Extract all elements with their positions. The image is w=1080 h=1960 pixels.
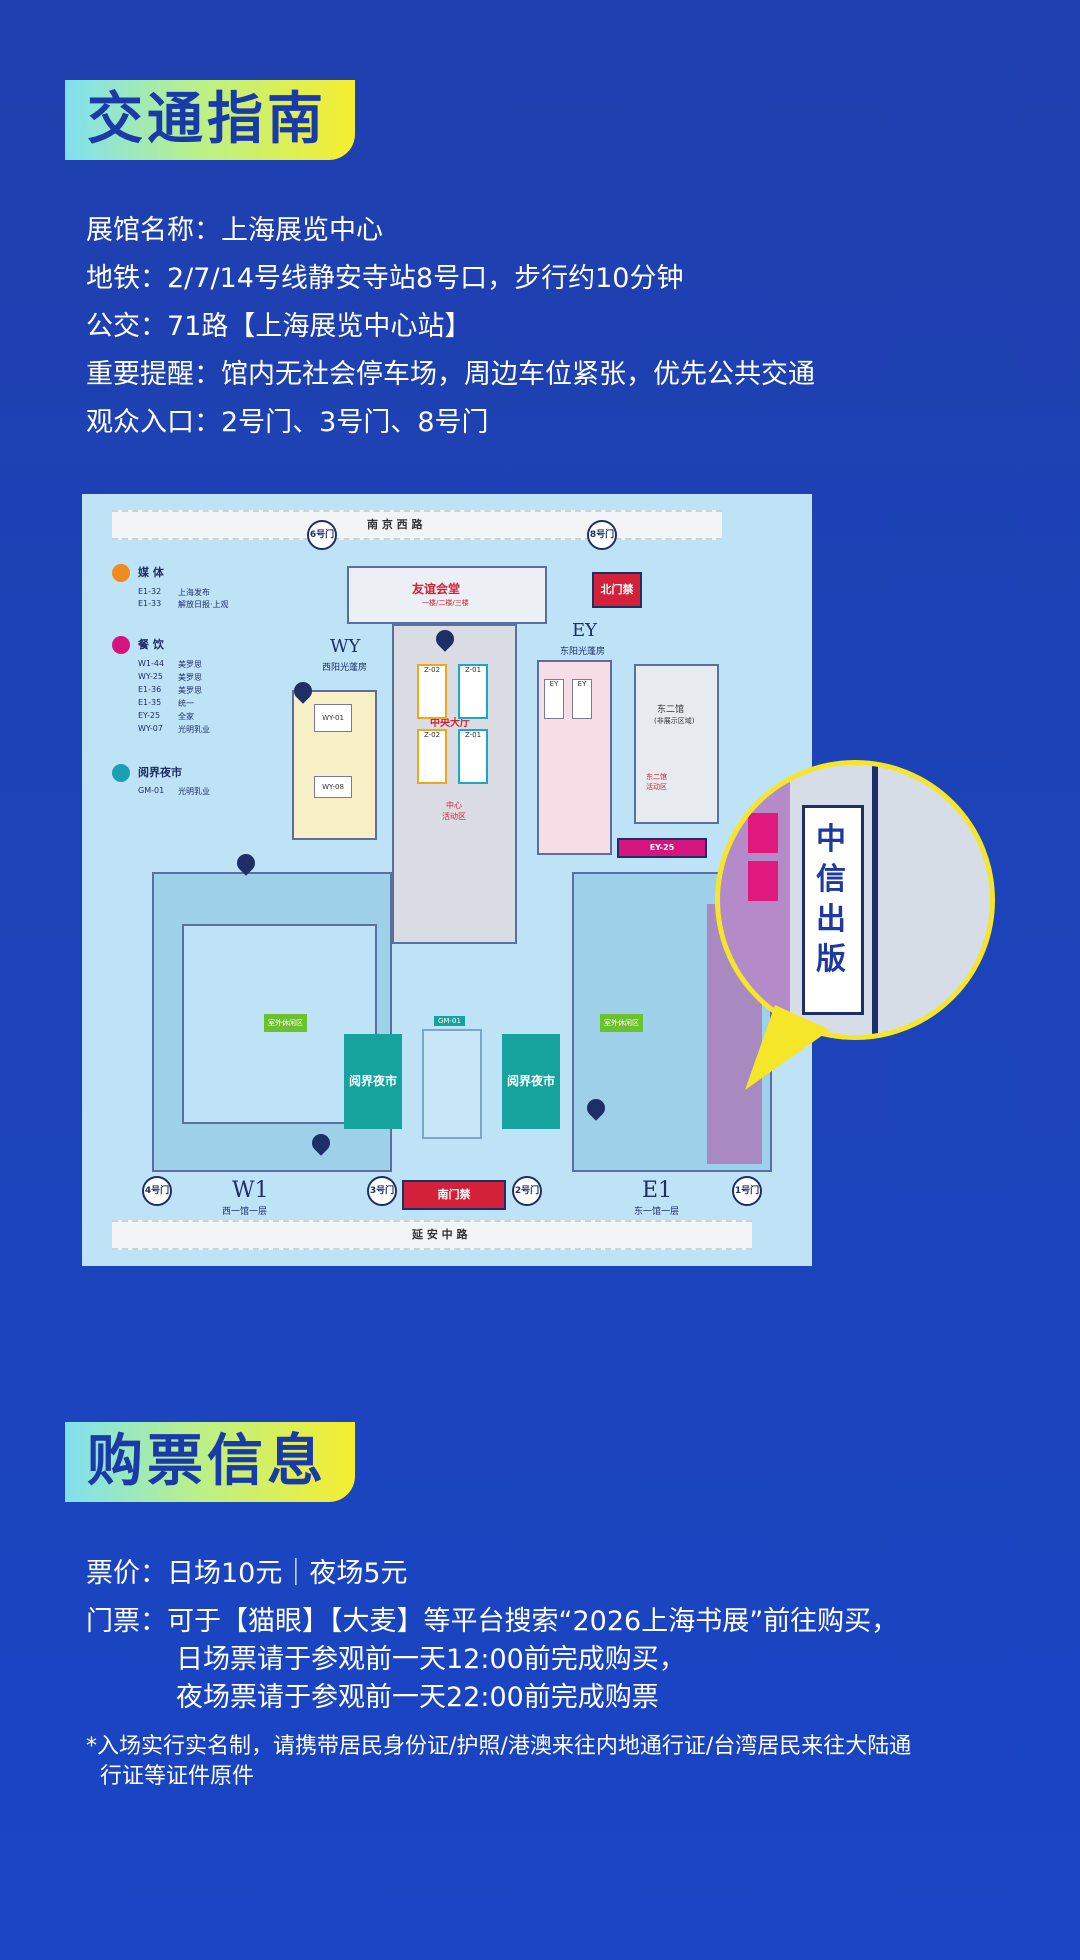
friendship-hall-label: 友谊会堂 bbox=[412, 582, 461, 596]
legend-item: 美罗思 bbox=[178, 686, 202, 695]
north-gate-box: 北门禁 bbox=[592, 572, 642, 608]
booth-z01: Z-01 bbox=[458, 664, 488, 719]
wy-name: 西阳光蓬房 bbox=[322, 663, 368, 673]
ticket-night-deadline: 夜场票请于参观前一天22:00前完成购票 bbox=[176, 1682, 659, 1713]
legend-item: 美罗思 bbox=[178, 673, 202, 682]
e1-name: 东一馆一层 bbox=[634, 1207, 680, 1217]
legend-item: E1-36 bbox=[138, 685, 162, 694]
friendship-hall bbox=[347, 566, 547, 624]
central-hall bbox=[392, 624, 517, 944]
gate-8: 8号门 bbox=[587, 520, 617, 550]
w1-name: 西一馆一层 bbox=[222, 1207, 268, 1217]
venue-name: 展馆名称：上海展览中心 bbox=[86, 215, 383, 246]
legend-night-dot bbox=[112, 764, 130, 782]
bus-info: 公交：71路【上海展览中心站】 bbox=[86, 311, 472, 342]
legend-item: E1-32 bbox=[138, 587, 162, 596]
gate-4: 4号门 bbox=[142, 1176, 172, 1206]
entrance-info: 观众入口：2号门、3号门、8号门 bbox=[86, 407, 489, 438]
zoom-inset: 中信出版 bbox=[715, 760, 995, 1040]
legend-food-title: 餐 饮 bbox=[138, 638, 164, 651]
legend-item: EY-25 bbox=[138, 711, 161, 720]
parking-notice: 重要提醒：馆内无社会停车场，周边车位紧张，优先公共交通 bbox=[86, 359, 815, 390]
zoom-label: 中信出版 bbox=[816, 822, 846, 977]
legend-item: 全家 bbox=[178, 712, 194, 721]
south-road-label: 延 安 中 路 bbox=[412, 1228, 468, 1241]
legend-item: WY-07 bbox=[138, 724, 163, 733]
ticket-purchase: 门票：可于【猫眼】【大麦】等平台搜索“2026上海书展”前往购买， bbox=[86, 1606, 899, 1637]
outdoor-right: 室外休闲区 bbox=[600, 1014, 643, 1032]
legend-item: E1-35 bbox=[138, 698, 162, 707]
w1-code: W1 bbox=[232, 1178, 269, 1203]
gate-1: 1号门 bbox=[732, 1176, 762, 1206]
central-activity-label: 中心 活动区 bbox=[442, 801, 466, 821]
ticket-heading-text: 购票信息 bbox=[87, 1429, 327, 1494]
legend-media-title: 媒 体 bbox=[138, 566, 164, 579]
id-requirement-note: *入场实行实名制，请携带居民身份证/护照/港澳来往内地通行证/台湾居民来往大陆通 bbox=[86, 1734, 912, 1759]
gate-2: 2号门 bbox=[512, 1176, 542, 1206]
booth-ey: EY bbox=[544, 679, 564, 719]
outdoor-left: 室外休闲区 bbox=[264, 1014, 307, 1032]
legend-item: WY-25 bbox=[138, 672, 163, 681]
booth-ey: EY bbox=[572, 679, 592, 719]
legend-item: GM-01 bbox=[138, 786, 165, 795]
central-hall-label: 中央大厅 bbox=[430, 718, 470, 729]
north-road bbox=[112, 510, 722, 540]
ey-code: EY bbox=[572, 620, 598, 641]
booth-z01b: Z-01 bbox=[458, 729, 488, 784]
legend-item: 解放日报·上观 bbox=[178, 600, 229, 609]
legend-media-dot bbox=[112, 564, 130, 582]
id-requirement-note-cont: 行证等证件原件 bbox=[100, 1764, 255, 1789]
north-road-label: 南 京 西 路 bbox=[367, 518, 423, 531]
transport-heading: 交通指南 bbox=[65, 80, 355, 160]
east2-label: 东二馆 bbox=[657, 705, 685, 715]
south-road bbox=[112, 1220, 752, 1250]
booth-z02b: Z-02 bbox=[417, 729, 447, 784]
pool bbox=[422, 1029, 482, 1139]
metro-info: 地铁：2/7/14号线静安寺站8号口，步行约10分钟 bbox=[86, 263, 684, 294]
ey25-bar: EY-25 bbox=[617, 838, 707, 858]
e1-code: E1 bbox=[642, 1178, 673, 1203]
gate-3: 3号门 bbox=[367, 1176, 397, 1206]
booth-z02: Z-02 bbox=[417, 664, 447, 719]
ticket-heading: 购票信息 bbox=[65, 1422, 355, 1502]
wy-code: WY bbox=[330, 636, 361, 657]
legend-item: E1-33 bbox=[138, 599, 162, 608]
legend-item: 上海发布 bbox=[178, 588, 210, 597]
friendship-hall-floors: 一楼/二楼/三楼 bbox=[422, 599, 469, 607]
east2-hall bbox=[634, 664, 719, 824]
gm01-label: GM-01 bbox=[434, 1016, 465, 1026]
legend-item: 光明乳业 bbox=[178, 725, 210, 734]
venue-map: 南 京 西 路 延 安 中 路 媒 体 E1-32 上海发布 E1-33 解放日… bbox=[82, 494, 812, 1266]
gate-6: 6号门 bbox=[307, 520, 337, 550]
legend-night-title: 阅界夜市 bbox=[138, 766, 182, 779]
south-gate-box: 南门禁 bbox=[402, 1180, 506, 1210]
east2-activity: 东二馆 活动区 bbox=[646, 773, 667, 791]
night-market-right: 阅界夜市 bbox=[502, 1034, 560, 1129]
booth-wy08: WY-08 bbox=[314, 776, 352, 798]
legend-item: 美罗思 bbox=[178, 660, 202, 669]
ticket-price: 票价：日场10元｜夜场5元 bbox=[86, 1558, 408, 1589]
legend-item: W1-44 bbox=[138, 659, 165, 668]
legend-food-dot bbox=[112, 636, 130, 654]
ticket-day-deadline: 日场票请于参观前一天12:00前完成购买， bbox=[176, 1644, 686, 1675]
east2-sub: (非展示区域) bbox=[654, 717, 695, 725]
legend-item: 统一 bbox=[178, 699, 194, 708]
transport-heading-text: 交通指南 bbox=[87, 87, 327, 152]
legend-item: 光明乳业 bbox=[178, 787, 210, 796]
night-market-left: 阅界夜市 bbox=[344, 1034, 402, 1129]
booth-wy01: WY-01 bbox=[314, 704, 352, 732]
ey-name: 东阳光蓬房 bbox=[560, 647, 606, 657]
